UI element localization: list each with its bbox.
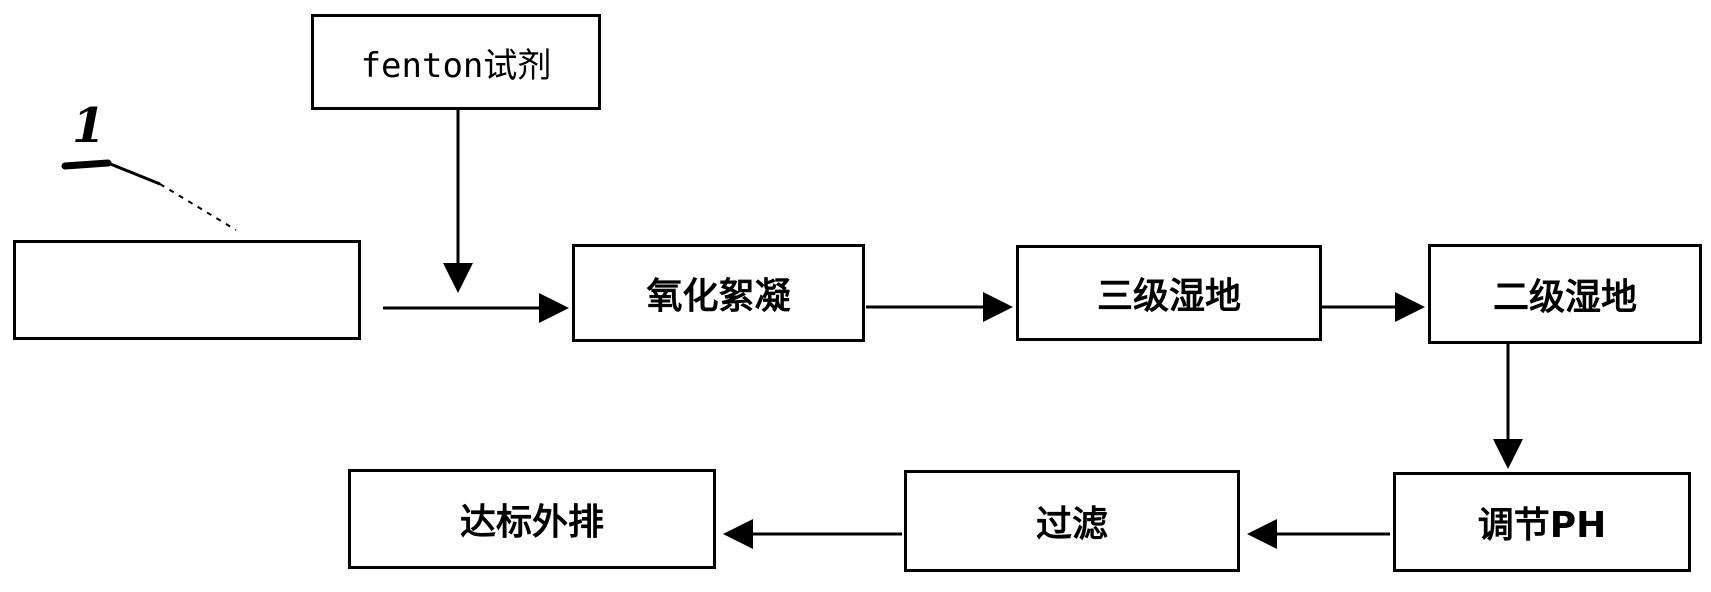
filtration-label: 过滤 xyxy=(1035,504,1108,545)
adjust-ph-label: 调节PH xyxy=(1477,505,1607,546)
tertiary-wetland-label: 三级湿地 xyxy=(1096,276,1241,317)
discharge-label: 达标外排 xyxy=(459,502,604,543)
discharge-box: 达标外排 xyxy=(348,469,716,569)
filtration-box: 过滤 xyxy=(904,470,1240,572)
adjust-ph-box: 调节PH xyxy=(1393,472,1691,572)
fenton-reagent-label: fenton试剂 xyxy=(360,45,552,86)
tertiary-wetland-box: 三级湿地 xyxy=(1016,245,1322,341)
oxidation-flocculation-label: 氧化絮凝 xyxy=(646,276,791,317)
secondary-wetland-label: 二级湿地 xyxy=(1492,277,1637,318)
oxidation-flocculation-box: 氧化絮凝 xyxy=(572,244,865,342)
secondary-wetland-box: 二级湿地 xyxy=(1428,244,1702,344)
label-1: 1 xyxy=(72,98,106,154)
label-1-leader xyxy=(61,159,237,231)
fenton-reagent-box: fenton试剂 xyxy=(311,14,601,110)
source-box xyxy=(13,240,361,340)
